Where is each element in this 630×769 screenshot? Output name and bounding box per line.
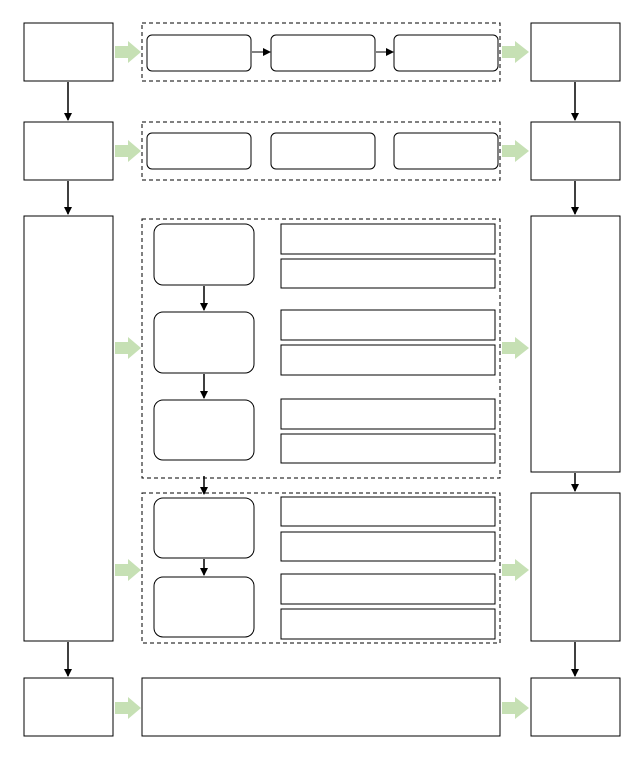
row3-group-b-detail-2a	[280, 573, 496, 605]
row1-step-1	[146, 34, 252, 72]
row3-group-a-detail-2a	[280, 309, 496, 341]
row2-step-2	[270, 132, 376, 170]
row3-group-a-step-1	[153, 223, 255, 286]
row2-step-1	[146, 132, 252, 170]
row2-step-3	[393, 132, 499, 170]
row1-right-box	[530, 22, 621, 82]
row1-flow-arrow-left	[115, 41, 141, 63]
row1-left-box	[23, 22, 114, 82]
row3-group-b-detail-2b	[280, 608, 496, 640]
row3a-flow-arrow-left	[115, 337, 141, 359]
row3-group-a-step-2	[153, 311, 255, 374]
row3-group-a-detail-1b	[280, 258, 496, 289]
row1-step-2	[270, 34, 376, 72]
row3a-flow-arrow-right	[502, 337, 529, 359]
row3-right-box-b	[530, 492, 621, 642]
row3-group-a-detail-2b	[280, 344, 496, 376]
row3-group-b-detail-1a	[280, 496, 496, 527]
row3-group-b-frame	[141, 492, 501, 644]
row3-group-b-detail-1b	[280, 531, 496, 562]
row3-right-box-a	[530, 215, 621, 473]
row4-flow-arrow-left	[115, 697, 141, 719]
row3-group-a-detail-1a	[280, 223, 496, 255]
row4-flow-arrow-right	[502, 697, 529, 719]
row3-group-b-step-2	[153, 576, 255, 638]
row3-group-b-step-1	[153, 497, 255, 559]
row3-left-box	[23, 215, 114, 642]
row2-flow-arrow-right	[502, 140, 529, 162]
row1-flow-arrow-right	[502, 41, 529, 63]
row2-group-frame	[141, 121, 501, 181]
row2-right-box	[530, 121, 621, 181]
row1-group-frame	[141, 22, 501, 82]
row2-left-box	[23, 121, 114, 181]
row3-group-a-step-3	[153, 399, 255, 461]
row1-step-3	[393, 34, 499, 72]
row3-group-a-frame	[141, 218, 501, 479]
row3b-flow-arrow-right	[502, 559, 529, 581]
row4-left-box	[23, 677, 114, 737]
row4-center-box	[141, 677, 501, 737]
row3-group-a-detail-3a	[280, 398, 496, 430]
row3-group-a-detail-3b	[280, 433, 496, 464]
row4-right-box	[530, 677, 621, 737]
row2-flow-arrow-left	[115, 140, 141, 162]
row3b-flow-arrow-left	[115, 559, 141, 581]
